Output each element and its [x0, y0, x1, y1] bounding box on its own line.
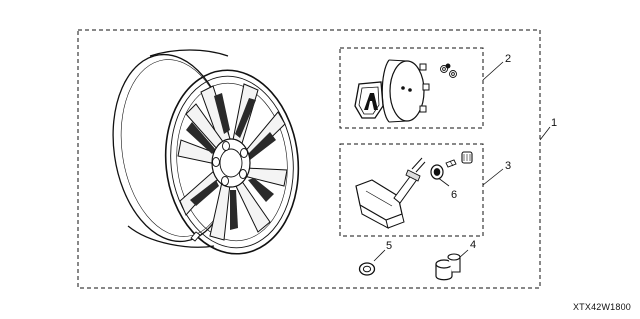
tpms-valve-core — [445, 159, 457, 168]
callout-2: 2 — [505, 53, 512, 65]
washer — [358, 262, 376, 276]
kit-dashed-frame — [77, 29, 541, 289]
tpms-grommet — [430, 164, 444, 180]
cap-screws — [440, 63, 457, 78]
center-cap — [381, 59, 430, 123]
callout-6: 6 — [451, 189, 458, 201]
callout-4: 4 — [470, 239, 477, 251]
drawing-code: XTX42W1800 — [572, 302, 631, 312]
callout-5: 5 — [386, 240, 393, 252]
callout-1: 1 — [551, 117, 558, 129]
tpms-sensor — [355, 157, 426, 229]
alloy-wheel — [112, 49, 300, 255]
tpms-group-frame — [339, 143, 484, 237]
leader-lines — [373, 61, 551, 262]
center-cap-group-frame — [339, 47, 484, 129]
lug-nut — [435, 253, 461, 281]
acura-emblem — [354, 81, 384, 119]
tpms-valve-cap — [461, 151, 473, 164]
callout-3: 3 — [505, 160, 512, 172]
